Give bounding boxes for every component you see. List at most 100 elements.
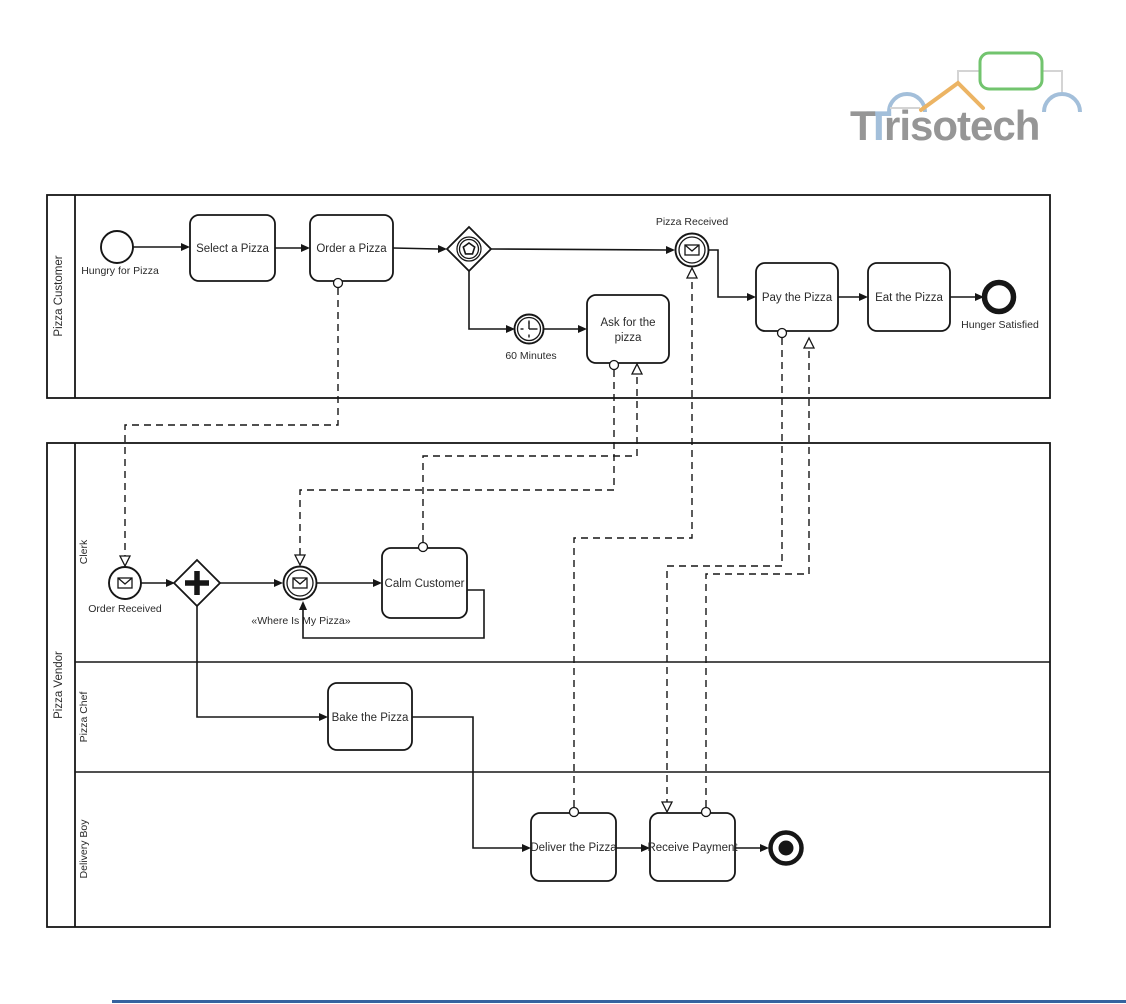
task-calm-label: Calm Customer xyxy=(385,578,465,590)
message-event-pizza-received[interactable]: Pizza Received xyxy=(656,216,729,268)
task-order-a-pizza[interactable]: Order a Pizza xyxy=(309,214,394,282)
message-flow-deliver-to-received[interactable] xyxy=(568,266,699,818)
trisotech-logo: T T risotech xyxy=(850,51,1082,149)
envelope-icon xyxy=(684,244,700,256)
pentagon-icon xyxy=(462,242,476,255)
message-flow-receive-to-pay[interactable] xyxy=(700,336,816,818)
sequence-flow-gateway-received[interactable] xyxy=(490,248,667,251)
task-bake-the-pizza[interactable]: Bake the Pizza xyxy=(327,682,413,751)
arrowhead-icon xyxy=(299,601,307,610)
logo-left-arc-icon xyxy=(887,92,927,113)
logo-connector-left xyxy=(957,70,980,82)
open-arrowhead-icon xyxy=(660,801,674,814)
arrowhead-icon xyxy=(522,844,531,852)
open-arrowhead-icon xyxy=(685,266,699,279)
end-event-label: Hunger Satisfied xyxy=(961,319,1039,331)
order-received-label: Order Received xyxy=(88,603,162,615)
arrowhead-icon xyxy=(166,579,175,587)
arrowhead-icon xyxy=(181,243,190,251)
envelope-icon xyxy=(292,577,308,589)
open-arrowhead-icon xyxy=(802,336,816,349)
task-eat-label: Eat the Pizza xyxy=(875,292,943,304)
task-deliver-the-pizza[interactable]: Deliver the Pizza xyxy=(530,812,617,882)
task-ask-for-the-pizza[interactable]: Ask for the pizza xyxy=(586,294,670,364)
task-receive-label: Receive Payment xyxy=(647,842,738,854)
message-origin-icon xyxy=(700,806,712,818)
message-flow-calm-to-ask[interactable] xyxy=(417,362,644,553)
arrowhead-icon xyxy=(274,579,283,587)
arrowhead-icon xyxy=(859,293,868,301)
logo-right-arc-icon xyxy=(1042,92,1082,113)
message-start-event-order-received[interactable]: Order Received xyxy=(88,566,162,615)
message-origin-icon xyxy=(608,359,620,371)
task-eat-the-pizza[interactable]: Eat the Pizza xyxy=(867,262,951,332)
footer-accent-line xyxy=(112,1000,1126,1003)
lane-label-clerk: Clerk xyxy=(78,539,90,564)
logo-orange-peak-icon xyxy=(919,80,985,112)
arrowhead-icon xyxy=(373,579,382,587)
clock-icon xyxy=(520,320,538,338)
arrowhead-icon xyxy=(747,293,756,301)
vendor-pool-label: Pizza Vendor xyxy=(53,651,65,719)
sequence-flow-received-pay[interactable] xyxy=(708,249,748,298)
task-bake-label: Bake the Pizza xyxy=(332,712,409,724)
message-event-where-is-my-pizza[interactable]: «Where Is My Pizza» xyxy=(251,565,351,628)
task-deliver-label: Deliver the Pizza xyxy=(530,842,617,854)
customer-pool-border[interactable] xyxy=(46,194,1051,399)
message-flow-order-to-orderreceived[interactable] xyxy=(118,277,344,568)
arrowhead-icon xyxy=(438,245,447,253)
task-select-a-pizza[interactable]: Select a Pizza xyxy=(189,214,276,282)
logo-connector-right xyxy=(1042,70,1063,92)
task-calm-customer[interactable]: Calm Customer xyxy=(381,547,468,619)
sequence-flow-gateway-bake[interactable] xyxy=(196,606,319,718)
customer-pool-label: Pizza Customer xyxy=(53,255,65,336)
terminate-end-event[interactable] xyxy=(768,830,804,866)
task-receive-payment[interactable]: Receive Payment xyxy=(647,812,738,882)
event-based-gateway[interactable] xyxy=(445,225,493,273)
pizza-received-label: Pizza Received xyxy=(656,216,729,228)
task-pay-label: Pay the Pizza xyxy=(762,292,833,304)
timer-event-60-minutes[interactable]: 60 Minutes xyxy=(505,313,557,363)
lane-label-pizza-chef: Pizza Chef xyxy=(78,692,90,743)
arrowhead-icon xyxy=(975,293,984,301)
start-event-label: Hungry for Pizza xyxy=(81,265,159,277)
message-origin-icon xyxy=(568,806,580,818)
open-arrowhead-icon xyxy=(293,554,307,567)
message-flow-pay-to-receive[interactable] xyxy=(660,327,788,814)
plus-icon xyxy=(185,571,209,595)
logo-blue-t: T xyxy=(866,102,892,149)
sequence-flow-order-gateway[interactable] xyxy=(392,247,439,250)
end-event-hunger-satisfied[interactable]: Hunger Satisfied xyxy=(961,279,1039,332)
customer-pool[interactable]: Pizza Customer xyxy=(46,194,1051,399)
envelope-icon xyxy=(117,577,133,589)
logo-gray-t: T xyxy=(850,102,876,149)
arrowhead-icon xyxy=(666,246,675,254)
vendor-pool[interactable]: Pizza Vendor Clerk Pizza Chef Delivery B… xyxy=(46,442,1051,928)
message-origin-icon xyxy=(332,277,344,289)
open-arrowhead-icon xyxy=(630,362,644,375)
lane-label-delivery-boy: Delivery Boy xyxy=(78,819,90,879)
task-order-label: Order a Pizza xyxy=(316,243,387,255)
where-is-my-pizza-label: «Where Is My Pizza» xyxy=(251,615,350,627)
logo-wordmark: risotech xyxy=(884,102,1039,149)
start-event-hungry-for-pizza[interactable]: Hungry for Pizza xyxy=(81,230,159,277)
message-origin-icon xyxy=(776,327,788,339)
open-arrowhead-icon xyxy=(118,555,132,568)
message-flow-ask-to-where[interactable] xyxy=(293,359,620,567)
timer-event-label: 60 Minutes xyxy=(505,350,556,362)
task-select-label: Select a Pizza xyxy=(196,243,269,255)
terminate-dot-icon xyxy=(778,840,794,856)
sequence-flow-bake-deliver[interactable] xyxy=(412,716,522,849)
arrowhead-icon xyxy=(760,844,769,852)
arrowhead-icon xyxy=(319,713,328,721)
parallel-gateway[interactable] xyxy=(172,558,222,608)
task-ask-label-line1: Ask for the xyxy=(601,317,656,329)
sequence-flow-calm-where-loop[interactable] xyxy=(302,589,485,639)
task-pay-the-pizza[interactable]: Pay the Pizza xyxy=(755,262,839,332)
task-ask-label-line2: pizza xyxy=(615,332,642,344)
arrowhead-icon xyxy=(578,325,587,333)
sequence-flow-gateway-timer[interactable] xyxy=(468,271,506,330)
arrowhead-icon xyxy=(641,844,650,852)
vendor-pool-border[interactable] xyxy=(46,442,1051,928)
